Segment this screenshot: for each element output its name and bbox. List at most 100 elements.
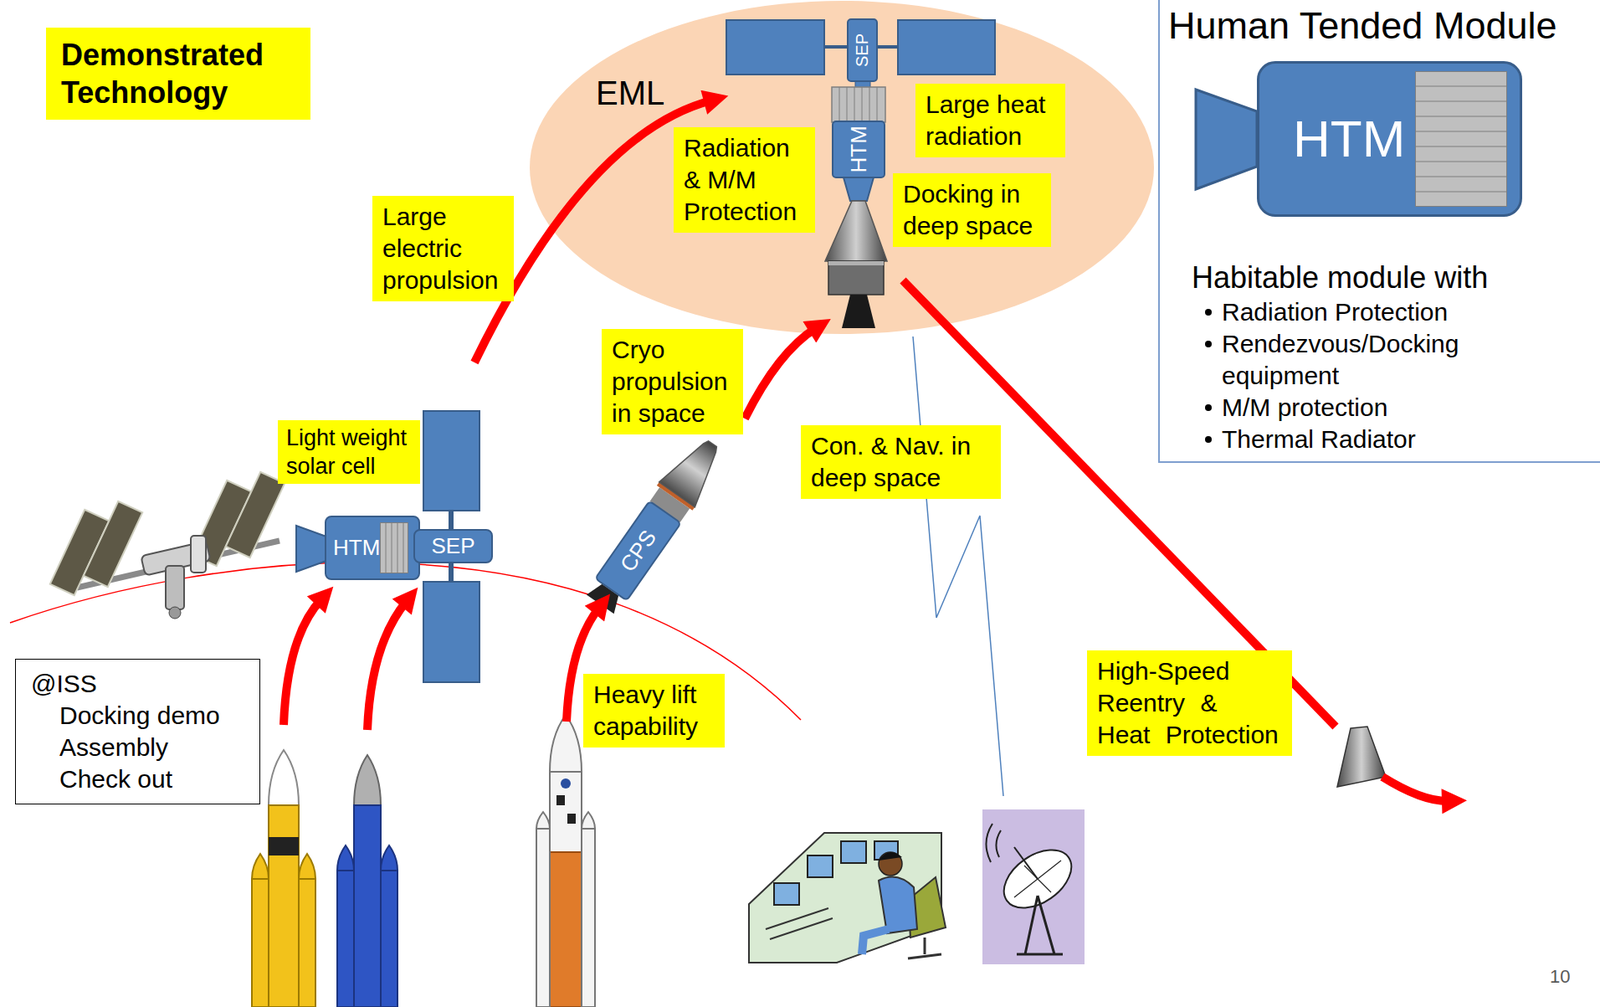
bullet-item: Radiation Protection: [1221, 296, 1600, 329]
sls-rocket: [549, 714, 582, 772]
service-module: [828, 261, 884, 295]
technology-callout: Large heat radiation: [915, 83, 1066, 158]
reentry-capsule: [1337, 726, 1386, 787]
technology-callout: High-Speed Reentry & Heat Protection: [1087, 650, 1293, 756]
note-text: Check out: [59, 763, 245, 795]
blue-booster: [337, 870, 354, 1007]
crew-capsule: [659, 430, 731, 507]
blue-booster: [380, 845, 398, 871]
bullet-item: Thermal Radiator: [1221, 423, 1600, 456]
dish-feed: [1014, 846, 1038, 879]
console-screen: [774, 882, 800, 905]
radiator-grid-lines: [1415, 86, 1508, 192]
callout-text: High-Speed Reentry & Heat Protection: [1097, 655, 1283, 751]
module-box: HTM: [831, 120, 886, 179]
h2b-booster: [298, 853, 316, 879]
technology-callout: Heavy lift capability: [583, 673, 725, 748]
iss-module: [165, 565, 185, 610]
module-name: SEP: [430, 533, 475, 559]
radiator-grid-lines: [839, 87, 877, 123]
console-screen: [807, 855, 833, 877]
callout-text: Heavy lift capability: [593, 678, 715, 743]
bullet-text: Rendezvous/Docking equipment: [1221, 328, 1507, 392]
blue-rocket: [353, 805, 381, 1007]
panel-text: Habitable module with: [1191, 259, 1600, 297]
solar-panel: [423, 581, 480, 683]
radiator-grid-body: [1415, 71, 1508, 207]
iss-note-box: @ISSDocking demoAssemblyCheck out: [15, 658, 261, 805]
bullet-text: M/M protection: [1221, 391, 1507, 424]
launch-arrow: [367, 600, 407, 730]
h2b-rocket: [268, 836, 299, 856]
htm-docking-cone: [1195, 89, 1257, 190]
page-number-holder: 10: [1549, 965, 1570, 988]
h2b-rocket: [268, 749, 299, 806]
control-console: [748, 832, 942, 963]
sls-marking: [556, 794, 565, 806]
sls-marking: [567, 813, 576, 824]
sls-booster: [581, 828, 595, 1007]
satellite-dish: [993, 837, 1083, 919]
eml-region: EMLSEPLarge heat radiationRadiation & M/…: [528, 0, 1155, 335]
module-name: SEP: [853, 33, 872, 67]
callout-text: Cryo propulsion in space: [611, 333, 734, 430]
sls-logo: [560, 778, 571, 789]
return-arrow: [1382, 776, 1450, 801]
technology-callout: Light weight solar cell: [277, 420, 421, 484]
bullet-dot: [1205, 404, 1212, 411]
radiator-grid: [1415, 71, 1508, 207]
bullet-item: Rendezvous/Docking equipment: [1221, 328, 1600, 392]
blue-rocket: [353, 754, 381, 806]
stage-name: CPS: [615, 525, 661, 576]
callout-text: Demonstrated Technology: [61, 35, 296, 112]
note-text: Docking demo: [59, 699, 245, 732]
iss-solar-array: [83, 501, 143, 587]
module-box: SEP: [846, 18, 878, 83]
callout-text: Large electric propulsion: [382, 200, 504, 297]
blue-booster: [337, 845, 354, 871]
module-name: HTM: [333, 535, 380, 560]
chair-base: [907, 937, 942, 959]
sls-core: [549, 851, 582, 1007]
h2b-rocket: [268, 805, 299, 1007]
note-text: @ISS: [30, 667, 245, 700]
console-keys: [765, 907, 833, 939]
radiator-grid: [379, 522, 409, 574]
page-number: 10: [1549, 965, 1570, 988]
console-screen: [841, 841, 867, 863]
module-box: SEP: [413, 528, 493, 564]
cps-stage-parts: [582, 430, 731, 617]
technology-callout: Large electric propulsion: [372, 195, 514, 302]
h2b-booster: [251, 878, 269, 1007]
htm-docking-cone: [296, 525, 327, 572]
technology-callout: Con. & Nav. in deep space: [800, 425, 1001, 499]
bullet-text: Radiation Protection: [1221, 296, 1507, 329]
callout-text: Light weight solar cell: [286, 423, 412, 481]
solar-panel: [897, 20, 995, 75]
h2b-booster: [298, 878, 316, 1007]
radiator-grid-lines: [385, 522, 404, 574]
callout-text: Con. & Nav. in deep space: [810, 430, 991, 494]
transfer-arrow: [744, 328, 816, 419]
launch-arrow: [283, 599, 322, 725]
operator-hair: [878, 851, 903, 861]
panel-heading: Human Tended Module: [1168, 3, 1600, 49]
bullet-item: M/M protection: [1221, 391, 1600, 424]
dish-stand: [1016, 895, 1063, 954]
sls-booster: [536, 828, 550, 1007]
note-text: Assembly: [59, 731, 245, 764]
module-name: HTM: [846, 125, 872, 173]
module-box: HTM: [324, 515, 421, 580]
iss-module: [190, 535, 206, 573]
htm-module: HTM: [1256, 61, 1523, 217]
signal-waves: [985, 823, 1001, 862]
radiator-grid-body: [380, 523, 409, 574]
callout-text: Docking in deep space: [902, 178, 1042, 242]
iss-solar-array: [225, 471, 285, 558]
solar-panel: [726, 20, 825, 75]
service-module-band: [828, 261, 884, 266]
h2b-booster: [251, 853, 269, 879]
bullet-text: Thermal Radiator: [1221, 423, 1507, 456]
operator-legs: [861, 928, 889, 954]
